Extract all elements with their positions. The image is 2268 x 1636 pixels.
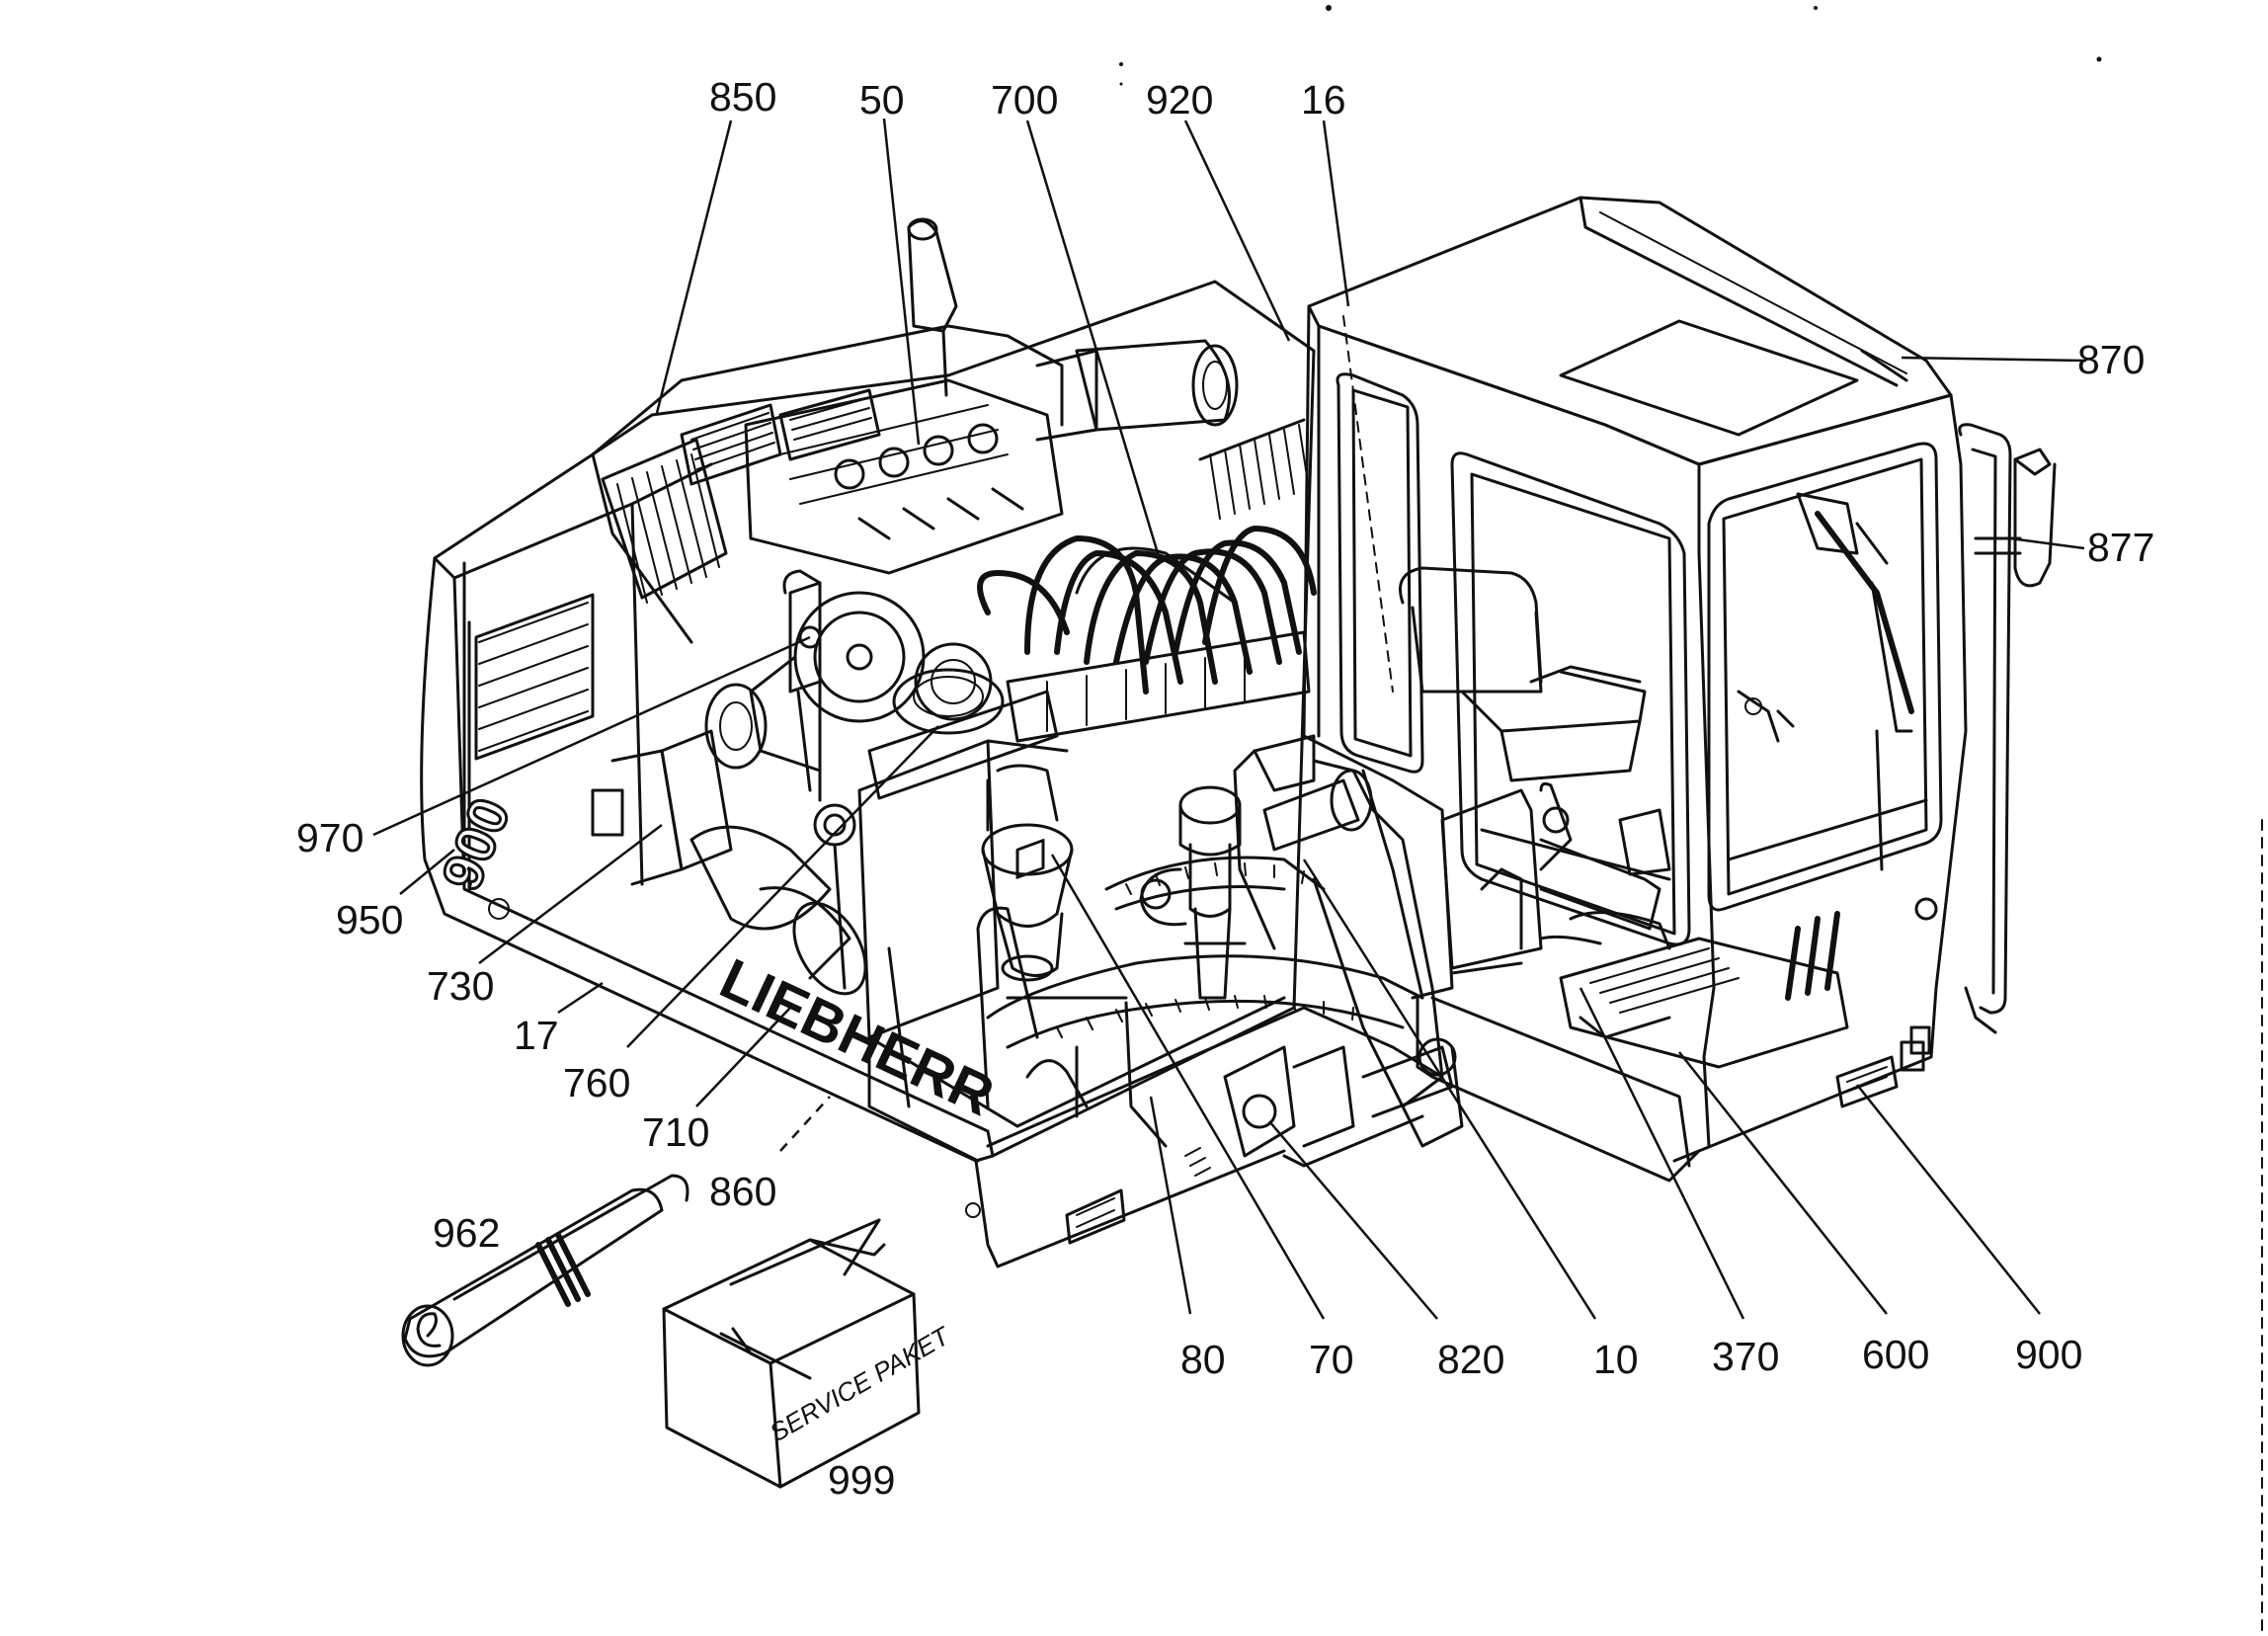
callout-850: 850: [709, 74, 776, 120]
slewing-ring: [986, 856, 1424, 1049]
scan-specks: [1119, 5, 2263, 1631]
engine-hood: [591, 217, 1310, 644]
callout-877: 877: [2087, 525, 2154, 570]
callout-370: 370: [1712, 1334, 1779, 1379]
callout-900: 900: [2015, 1332, 2082, 1377]
callout-962: 962: [433, 1210, 500, 1256]
callout-820: 820: [1437, 1337, 1504, 1382]
callout-16: 16: [1301, 77, 1346, 123]
exhaust-stack: [907, 217, 958, 397]
callout-600: 600: [1862, 1332, 1929, 1377]
callout-80: 80: [1180, 1337, 1226, 1382]
model-number-badge: 900: [430, 789, 522, 898]
grab-handle: [1958, 423, 2012, 1034]
callout-950: 950: [336, 897, 403, 942]
roof-hatch: [1559, 319, 1859, 437]
callout-labels: 850 50 700 920 16 870 877 970 950 730 17…: [296, 74, 2154, 1503]
rolled-manual: [401, 1174, 689, 1367]
callout-710: 710: [642, 1109, 709, 1155]
swing-gearbox: [981, 764, 1074, 982]
callout-920: 920: [1146, 77, 1213, 123]
callout-700: 700: [991, 77, 1058, 123]
leader-lines: [372, 118, 2087, 1320]
control-console: [1440, 781, 1671, 975]
deck-frame: [867, 906, 1444, 1177]
callout-50: 50: [859, 77, 905, 123]
engine-housing: 900 LIEBHERR: [420, 280, 1316, 1268]
service-kit-box: SERVICE PAKET: [662, 1218, 956, 1489]
callout-970: 970: [296, 815, 364, 860]
wiper-assembly: [1796, 492, 1914, 871]
callout-860: 860: [709, 1169, 776, 1214]
callout-730: 730: [427, 963, 494, 1009]
callout-760: 760: [563, 1060, 630, 1105]
operator-seat: [1399, 566, 1647, 782]
air-filter: [1035, 339, 1239, 442]
callout-70: 70: [1309, 1337, 1354, 1382]
operator-cab: [1302, 196, 2057, 1183]
diesel-engine: [591, 378, 1064, 996]
hydraulic-tank: [857, 739, 1128, 1128]
callout-10: 10: [1593, 1337, 1639, 1382]
side-mirror: [1974, 448, 2057, 588]
callout-999: 999: [828, 1457, 895, 1503]
service-kit-label: SERVICE PAKET: [765, 1320, 956, 1447]
side-louvre-grille: [474, 593, 595, 761]
hydraulic-pump: [1139, 769, 1373, 1000]
brand-lettering: LIEBHERR: [711, 946, 1004, 1128]
floor-mat: [1559, 911, 1849, 1069]
callout-17: 17: [514, 1013, 559, 1058]
hydraulic-hose-bundle: [977, 526, 1317, 743]
callout-870: 870: [2077, 337, 2145, 382]
cab-rear-lamp: [1835, 1025, 1931, 1108]
lock-icon: [488, 898, 510, 920]
